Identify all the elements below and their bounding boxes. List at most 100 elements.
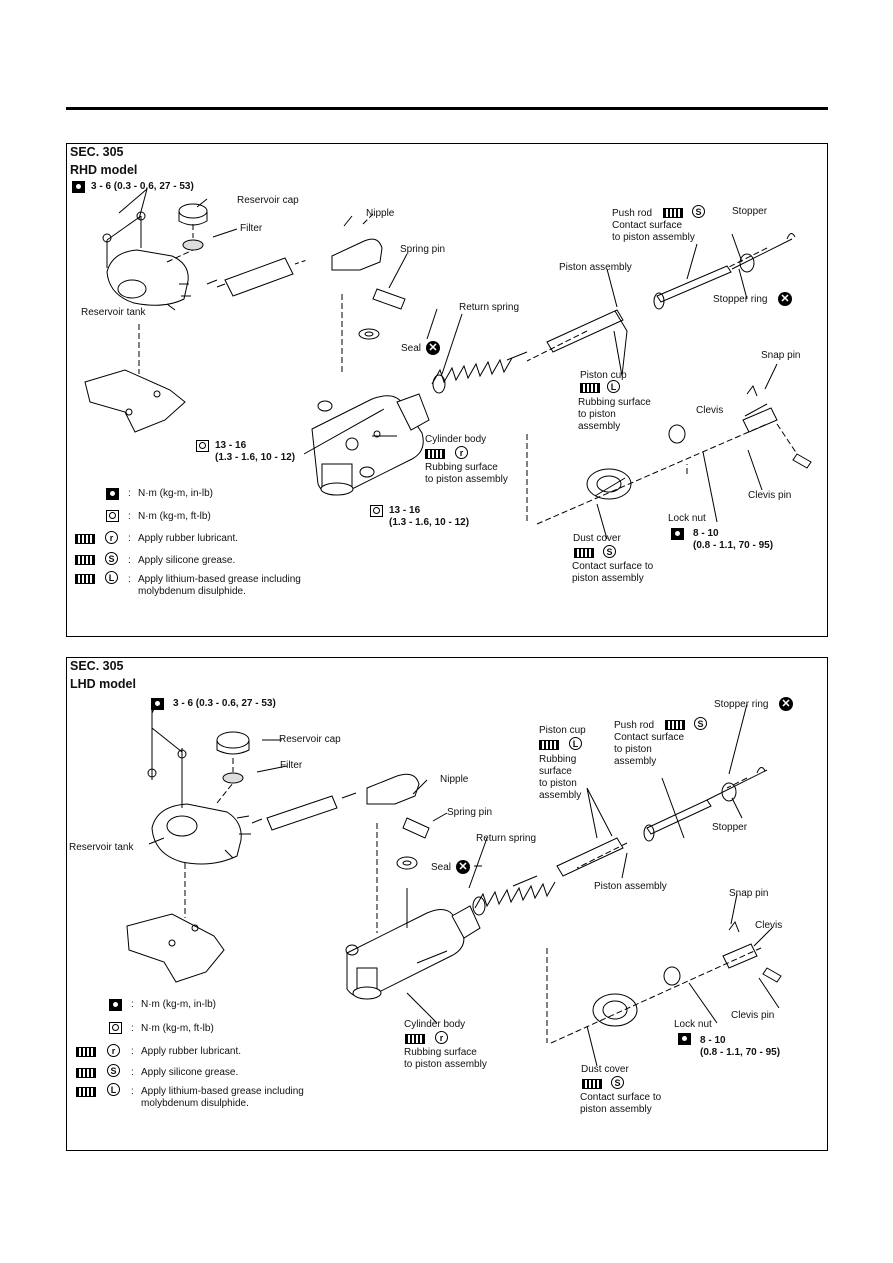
torque-in-lb-icon <box>109 999 122 1011</box>
torque-in-lb-icon <box>151 698 164 710</box>
grease-icon <box>75 555 95 565</box>
header-rule <box>66 107 828 110</box>
lithium-icon: L <box>105 571 118 584</box>
rhd-seal-torque-2: (1.3 - 1.6, 10 - 12) <box>389 517 470 528</box>
grease-icon <box>425 449 445 459</box>
legend-sep: : <box>131 999 134 1010</box>
legend-lithium-2: molybdenum disulphide. <box>141 1098 249 1109</box>
torque-in-lb-icon <box>678 1033 691 1045</box>
lhd-bolt-torque: 3 - 6 (0.3 - 0.6, 27 - 53) <box>173 698 276 709</box>
rhd-label-stopper: Stopper <box>732 206 768 217</box>
rubber-icon: r <box>435 1031 448 1044</box>
rhd-piston-cup-note-2: to piston <box>578 409 616 420</box>
legend-sep: : <box>128 533 131 544</box>
rhd-lock-nut-torque-1: 8 - 10 <box>693 528 719 539</box>
legend-silicone: Apply silicone grease. <box>138 555 236 566</box>
lhd-label-piston-cup: Piston cup <box>539 725 586 736</box>
silicone-icon: S <box>107 1064 120 1077</box>
lhd-push-rod-note-1: Contact surface <box>614 732 685 743</box>
rhd-label-seal: Seal <box>401 343 422 354</box>
lhd-label-stopper-ring: Stopper ring <box>714 699 769 710</box>
rhd-piston-cup-note-1: Rubbing surface <box>578 397 651 408</box>
legend-lithium-1: Apply lithium-based grease including <box>138 574 301 585</box>
grease-icon <box>76 1068 96 1078</box>
lhd-label-clevis-pin: Clevis pin <box>731 1010 775 1021</box>
lhd-label-nipple: Nipple <box>440 774 469 785</box>
lhd-lock-nut-torque-1: 8 - 10 <box>700 1035 726 1046</box>
rhd-push-rod-note-1: Contact surface <box>612 220 683 231</box>
lhd-model-label: LHD model <box>70 677 136 691</box>
lithium-icon: L <box>569 737 582 750</box>
replace-part-icon: ✕ <box>778 292 792 306</box>
rhd-model-label: RHD model <box>70 163 138 177</box>
torque-ft-lb-icon <box>196 440 209 452</box>
lhd-label-push-rod: Push rod <box>614 720 655 731</box>
torque-ft-lb-icon <box>106 510 119 522</box>
rhd-label-push-rod: Push rod <box>612 208 653 219</box>
legend-sep: : <box>131 1067 134 1078</box>
lhd-piston-cup-note-2: surface <box>539 766 572 777</box>
lhd-piston-cup-note-4: assembly <box>539 790 582 801</box>
lhd-push-rod-note-3: assembly <box>614 756 657 767</box>
rhd-piston-cup-note-3: assembly <box>578 421 621 432</box>
grease-icon <box>663 208 683 218</box>
rhd-seal-torque-1: 13 - 16 <box>389 505 421 516</box>
rhd-label-clevis-pin: Clevis pin <box>748 490 792 501</box>
lhd-label-spring-pin: Spring pin <box>447 807 493 818</box>
rhd-cylinder-note-2: to piston assembly <box>425 474 508 485</box>
rhd-diagram-panel: SEC. 305 RHD model 3 - 6 (0.3 - 0.6, 27 … <box>66 143 828 637</box>
rhd-label-snap-pin: Snap pin <box>761 350 801 361</box>
grease-icon <box>75 534 95 544</box>
grease-icon <box>539 740 559 750</box>
lhd-diagram-panel: SEC. 305 LHD model 3 - 6 (0.3 - 0.6, 27 … <box>66 657 828 1151</box>
rhd-label-reservoir-cap: Reservoir cap <box>237 195 299 206</box>
rhd-push-rod-note-2: to piston assembly <box>612 232 695 243</box>
legend-sep: : <box>131 1046 134 1057</box>
torque-ft-lb-icon <box>109 1022 122 1034</box>
legend-nm-ft-lb: N·m (kg-m, ft-lb) <box>141 1023 214 1034</box>
legend-nm-ft-lb: N·m (kg-m, ft-lb) <box>138 511 211 522</box>
rubber-icon: r <box>107 1044 120 1057</box>
torque-ft-lb-icon <box>370 505 383 517</box>
replace-part-icon: ✕ <box>779 697 793 711</box>
grease-icon <box>665 720 685 730</box>
grease-icon <box>580 383 600 393</box>
grease-icon <box>76 1047 96 1057</box>
grease-icon <box>574 548 594 558</box>
silicone-icon: S <box>105 552 118 565</box>
legend-sep: : <box>128 555 131 566</box>
lhd-piston-cup-note-3: to piston <box>539 778 577 789</box>
rhd-label-dust-cover: Dust cover <box>573 533 621 544</box>
legend-sep: : <box>131 1023 134 1034</box>
legend-sep: : <box>131 1086 134 1097</box>
lhd-label-dust-cover: Dust cover <box>581 1064 629 1075</box>
rhd-cylinder-torque-1: 13 - 16 <box>215 440 247 451</box>
lhd-cylinder-note-2: to piston assembly <box>404 1059 487 1070</box>
lhd-cylinder-note-1: Rubbing surface <box>404 1047 477 1058</box>
rhd-label-spring-pin: Spring pin <box>400 244 446 255</box>
lhd-section-label: SEC. 305 <box>70 659 124 673</box>
legend-rubber: Apply rubber lubricant. <box>141 1046 242 1057</box>
rhd-label-reservoir-tank: Reservoir tank <box>81 307 146 318</box>
lithium-icon: L <box>107 1083 120 1096</box>
lhd-exploded-drawing <box>126 702 782 1067</box>
lhd-dust-note-2: piston assembly <box>580 1104 652 1115</box>
rhd-label-lock-nut: Lock nut <box>668 513 706 524</box>
legend-sep: : <box>128 488 131 499</box>
rubber-icon: r <box>105 531 118 544</box>
lhd-dust-note-1: Contact surface to <box>580 1092 662 1103</box>
lithium-icon: L <box>607 380 620 393</box>
silicone-icon: S <box>692 205 705 218</box>
lhd-piston-cup-note-1: Rubbing <box>539 754 577 765</box>
lhd-lock-nut-torque-2: (0.8 - 1.1, 70 - 95) <box>700 1047 781 1058</box>
rhd-section-label: SEC. 305 <box>70 145 124 159</box>
rhd-cylinder-torque-2: (1.3 - 1.6, 10 - 12) <box>215 452 296 463</box>
lhd-label-clevis: Clevis <box>755 920 783 931</box>
torque-in-lb-icon <box>106 488 119 500</box>
legend-sep: : <box>128 574 131 585</box>
rhd-label-clevis: Clevis <box>696 405 724 416</box>
torque-in-lb-icon <box>72 181 85 193</box>
rhd-label-piston-cup: Piston cup <box>580 370 627 381</box>
legend-sep: : <box>128 511 131 522</box>
torque-in-lb-icon <box>671 528 684 540</box>
